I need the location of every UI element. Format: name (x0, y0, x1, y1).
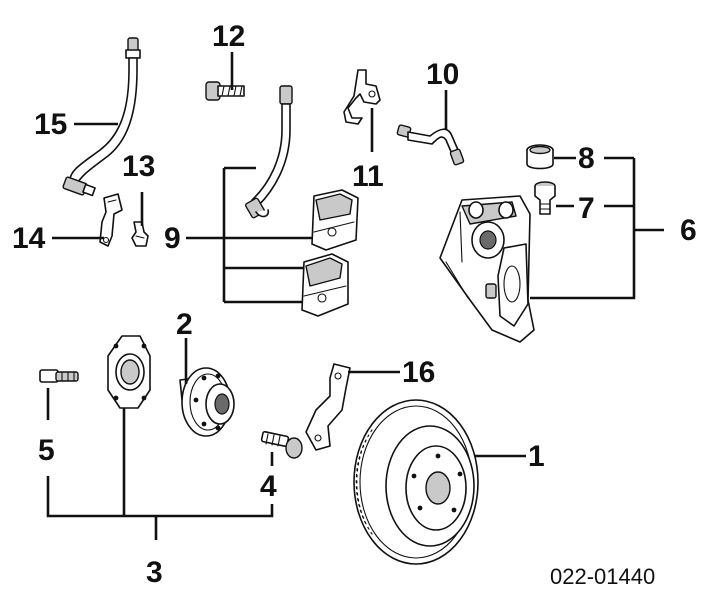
callout-2: 2 (176, 308, 193, 341)
callout-16: 16 (402, 356, 435, 389)
brake-disc-part (353, 399, 479, 565)
bleeder-valve-part (534, 181, 556, 215)
bolt-5-part (39, 369, 79, 383)
callout-1: 1 (528, 440, 545, 473)
brake-caliper-part (439, 195, 535, 343)
leader-9 (186, 166, 312, 304)
callout-14: 14 (12, 222, 46, 255)
hose-bracket-part (99, 193, 123, 247)
callout-11: 11 (352, 160, 384, 193)
splash-shield-part (305, 363, 351, 451)
leader-lines (46, 52, 664, 540)
bolt-12-part (205, 81, 245, 101)
callout-9: 9 (164, 222, 181, 255)
bleeder-cap-part (526, 144, 554, 170)
callout-13: 13 (122, 150, 155, 183)
wheel-bolt-part (260, 430, 303, 459)
caliper-clip-part (343, 69, 381, 125)
retaining-clip-part (131, 221, 149, 247)
leader-3 (46, 388, 274, 540)
brake-pad-upper-part (311, 189, 359, 251)
callout-7: 7 (578, 192, 595, 225)
wheel-hub-part (179, 367, 235, 437)
leader-6 (530, 158, 664, 300)
callout-labels: 1 2 3 4 5 6 7 8 9 10 11 12 13 14 15 16 (12, 20, 697, 589)
wheel-bearing-part (107, 335, 151, 409)
brake-pipe-part (396, 124, 465, 166)
callout-6: 6 (680, 214, 697, 247)
diagram-reference-code: 022-01440 (550, 564, 655, 589)
callout-15: 15 (34, 108, 67, 141)
callout-4: 4 (260, 470, 277, 503)
brake-hose-left-part (62, 37, 141, 197)
brake-pad-lower-part (301, 253, 349, 317)
callout-5: 5 (38, 434, 55, 467)
callout-8: 8 (578, 142, 595, 175)
callout-12: 12 (212, 20, 245, 53)
brake-line-part (244, 85, 293, 219)
callout-3: 3 (146, 556, 163, 589)
callout-10: 10 (426, 58, 459, 91)
